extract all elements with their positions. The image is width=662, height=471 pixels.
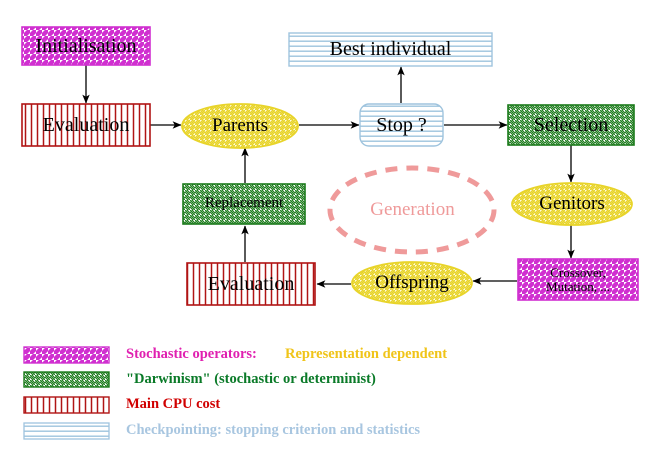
legend-swatch-main-cpu-cost — [23, 396, 110, 414]
legend-label-checkpointing: Checkpointing: stopping criterion and st… — [126, 422, 421, 438]
node-genitors[interactable] — [511, 182, 633, 226]
node-evaluation-top[interactable] — [21, 103, 151, 147]
legend-label-stochastic-operators-value: Representation dependent — [285, 346, 448, 362]
node-stop[interactable] — [359, 103, 444, 147]
node-generation — [327, 165, 497, 255]
node-best-individual[interactable] — [288, 32, 493, 67]
node-offspring[interactable] — [351, 261, 473, 305]
legend-label-stochastic-operators-key: Stochastic operators: — [126, 346, 257, 362]
legend-swatch-stochastic-operators — [23, 346, 110, 364]
node-initialisation[interactable] — [21, 26, 151, 66]
node-crossover[interactable] — [517, 258, 639, 301]
legend-swatch-checkpointing — [23, 422, 110, 440]
node-selection[interactable] — [507, 104, 635, 146]
node-replacement[interactable] — [182, 183, 306, 225]
legend-label-darwinism: "Darwinism" (stochastic or determinist) — [126, 371, 376, 387]
node-parents[interactable] — [181, 103, 299, 149]
legend-label-main-cpu-cost: Main CPU cost — [126, 396, 221, 412]
legend-swatch-darwinism — [23, 371, 110, 388]
node-evaluation-bottom[interactable] — [186, 262, 316, 306]
